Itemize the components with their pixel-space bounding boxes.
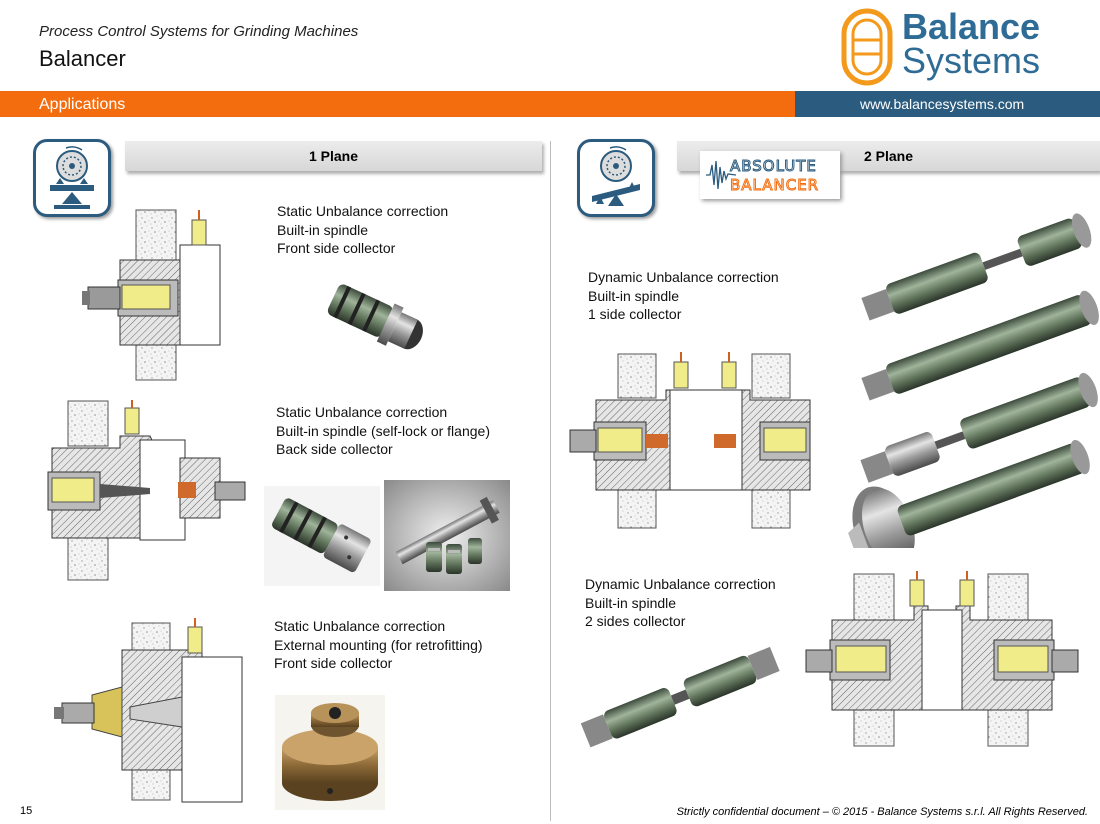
one-plane-header: 1 Plane bbox=[125, 141, 542, 171]
item-1-line-1: Static Unbalance correction bbox=[277, 203, 449, 219]
right-item-1-line-3: 1 side collector bbox=[588, 306, 682, 322]
item-2-description: Static Unbalance correction Built-in spi… bbox=[276, 403, 490, 459]
website-link[interactable]: www.balancesystems.com bbox=[860, 96, 1025, 112]
logo-mark-icon bbox=[841, 8, 893, 86]
absolute-balancer-badge: ABSOLUTE BALANCER bbox=[700, 151, 840, 199]
item-2-line-2: Built-in spindle (self-lock or flange) bbox=[276, 422, 490, 439]
confidentiality-notice: Strictly confidential document – © 2015 … bbox=[676, 806, 1088, 818]
front-collector-product-photo bbox=[327, 284, 423, 350]
right-item-2-line-1: Dynamic Unbalance correction bbox=[585, 576, 776, 592]
column-divider bbox=[550, 141, 551, 821]
badge-line-2: BALANCER bbox=[729, 176, 820, 195]
one-side-collector-section-drawing bbox=[569, 352, 811, 529]
item-1-line-2: Built-in spindle bbox=[277, 221, 369, 238]
document-subtitle: Process Control Systems for Grinding Mac… bbox=[39, 23, 359, 40]
item-1-description: Static Unbalance correction Built-in spi… bbox=[277, 202, 448, 258]
right-item-1-description: Dynamic Unbalance correction Built-in sp… bbox=[588, 268, 779, 324]
back-collector-product-photo bbox=[264, 486, 380, 586]
url-band: www.balancesystems.com bbox=[795, 91, 1100, 117]
front-collector-section-drawing bbox=[82, 209, 221, 381]
two-sides-collector-section-drawing bbox=[805, 571, 1079, 747]
item-1-line-3: Front side collector bbox=[277, 240, 396, 256]
item-3-description: Static Unbalance correction External mou… bbox=[274, 617, 483, 673]
right-item-2-line-3: 2 sides collector bbox=[585, 613, 686, 629]
page-title: Balancer bbox=[39, 46, 126, 71]
badge-line-1: ABSOLUTE bbox=[730, 157, 817, 176]
section-label: Applications bbox=[39, 96, 126, 113]
external-mounting-section-drawing bbox=[54, 618, 243, 803]
spindle-kit-product-photo bbox=[384, 480, 510, 591]
right-item-1-line-2: Built-in spindle bbox=[588, 287, 680, 304]
one-plane-icon bbox=[33, 139, 111, 217]
one-plane-label: 1 Plane bbox=[308, 148, 359, 164]
item-3-line-1: Static Unbalance correction bbox=[274, 618, 446, 634]
page-number: 15 bbox=[20, 805, 33, 817]
logo-text-systems: Systems bbox=[902, 40, 1041, 81]
two-plane-label: 2 Plane bbox=[863, 148, 914, 164]
two-plane-icon bbox=[577, 139, 655, 217]
item-2-line-1: Static Unbalance correction bbox=[276, 404, 448, 420]
two-sides-collector-product-photo bbox=[580, 646, 780, 748]
right-item-2-line-2: Built-in spindle bbox=[585, 594, 677, 611]
item-3-line-2: External mounting (for retrofitting) bbox=[274, 636, 483, 653]
balance-systems-logo: Balance Systems bbox=[840, 8, 1050, 86]
two-plane-spindle-products-photo bbox=[848, 213, 1099, 548]
back-collector-section-drawing bbox=[47, 400, 246, 581]
right-item-1-line-1: Dynamic Unbalance correction bbox=[588, 269, 779, 285]
item-2-line-3: Back side collector bbox=[276, 441, 393, 457]
external-balancer-product-photo bbox=[275, 695, 385, 810]
right-item-2-description: Dynamic Unbalance correction Built-in sp… bbox=[585, 575, 776, 631]
section-band: Applications bbox=[0, 91, 795, 117]
item-3-line-3: Front side collector bbox=[274, 655, 393, 671]
logo-text-balance: Balance bbox=[902, 6, 1041, 47]
waveform-icon bbox=[706, 160, 736, 190]
